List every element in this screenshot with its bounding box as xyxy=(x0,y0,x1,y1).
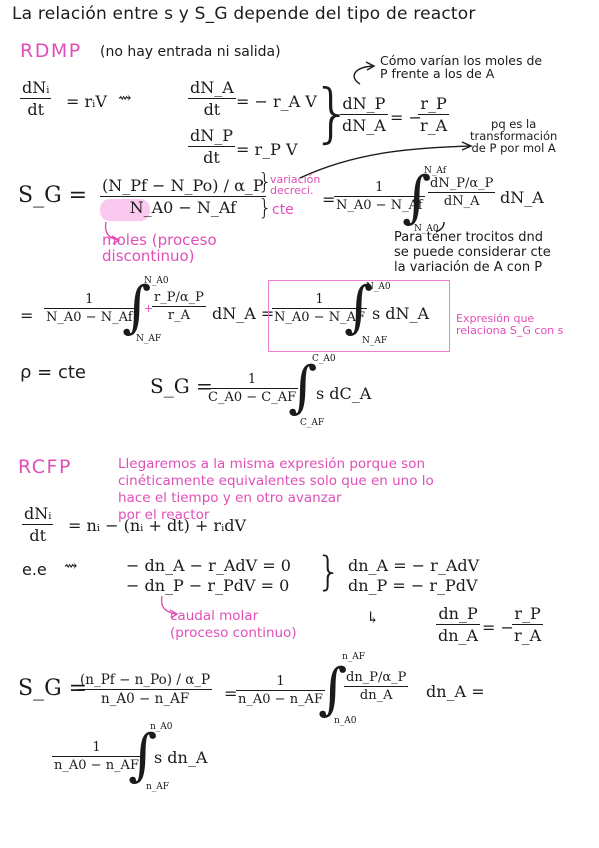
brace-right-2: } xyxy=(316,549,342,595)
note-expresion: Expresión que relaciona S_G con s xyxy=(456,312,564,337)
rdmp-subtitle: (no hay entrada ni salida) xyxy=(100,44,281,60)
arrow-caudal xyxy=(160,595,177,615)
rcfp-last-body: s dn_A xyxy=(154,748,208,767)
ee-res1: dn_A = − r_AdV xyxy=(348,556,480,575)
note-llegaremos: Llegaremos a la misma expresión porque s… xyxy=(118,456,434,523)
moles-highlight xyxy=(100,199,150,221)
line2-eq: = xyxy=(20,306,34,325)
arrowhead-pq xyxy=(461,141,473,151)
rdmp-eq2-rhs: = − r_A V xyxy=(236,92,317,111)
squiggle-arrow-icon-2: ⇝ xyxy=(64,556,78,575)
line2-tail: dN_A = xyxy=(212,304,275,323)
integral-symbol-5: ∫ xyxy=(318,657,348,722)
integral-symbol-3: ∫ xyxy=(344,275,374,340)
rcfp-sg-eq: = xyxy=(224,684,238,703)
rcfp-sg-label: S_G = xyxy=(18,676,88,701)
arrowhead-moles xyxy=(111,235,121,245)
arrowhead-como xyxy=(365,61,376,71)
rcfp-last-upper: n_A0 xyxy=(150,722,173,732)
note-trocitos: Para tener trocitos dnd se puede conside… xyxy=(394,230,551,275)
integral-symbol: ∫ xyxy=(402,165,432,230)
ee-eq2: − dn_P − r_PdV = 0 xyxy=(126,576,290,595)
arrow-pq xyxy=(299,145,471,179)
line2-int-upper: N_A0 xyxy=(144,276,169,286)
line2-int-lower: N_AF xyxy=(136,334,162,344)
note-variacion: variación decreci. xyxy=(270,173,321,197)
box-int-lower: N_AF xyxy=(362,336,388,346)
pink-brace: } xyxy=(258,170,272,195)
arrowhead-caudal xyxy=(169,609,179,619)
arrow-como xyxy=(353,65,373,85)
integral-symbol-4: ∫ xyxy=(288,355,318,420)
rdmp-heading: RDMP xyxy=(20,40,82,62)
int1-lower: N_A0 xyxy=(414,224,439,234)
arrow-trocitos xyxy=(435,221,445,233)
ee-res2: dn_P = − r_PdV xyxy=(348,576,478,595)
pink-brace-2: } xyxy=(258,196,272,221)
rdmp-sg-label: S_G = xyxy=(18,183,88,208)
rdmp-ratio-eq: = − xyxy=(390,108,422,127)
integral-symbol-6: ∫ xyxy=(128,723,158,788)
note-caudal: caudal molar (proceso continuo) xyxy=(170,608,297,641)
rcfp-eq1-rhs: = nᵢ − (nᵢ + dt) + rᵢdV xyxy=(68,516,247,535)
hook-arrow-icon: ↳ xyxy=(366,608,380,627)
box-body: s dN_A xyxy=(372,304,430,323)
note-cte: cte xyxy=(272,202,294,218)
rho-cte: ρ = cte xyxy=(20,362,86,383)
ee-label: e.e xyxy=(22,560,47,579)
note-pq: pq es la transformación de P por mol A xyxy=(470,117,558,155)
page-title: La relación entre s y S_G depende del ti… xyxy=(12,4,476,24)
integral-symbol-2: ∫ xyxy=(122,275,152,340)
rdmp-eq1-rhs: = rᵢV xyxy=(66,92,107,111)
rdmp-sg-eq2: = xyxy=(322,190,336,209)
squiggle-arrow-icon: ⇝ xyxy=(118,88,132,107)
box-int-upper: N_A0 xyxy=(366,282,391,292)
result-box xyxy=(268,280,450,352)
rcfp-ratio-eq: = − xyxy=(482,618,514,637)
rcfp-int-upper: n_AF xyxy=(342,652,366,662)
sg2-lower: C_AF xyxy=(300,418,325,428)
line2-plus: + xyxy=(144,302,154,315)
note-como-varian: Cómo varían los moles de P frente a los … xyxy=(380,53,543,81)
rcfp-last-lower: n_AF xyxy=(146,782,170,792)
rcfp-heading: RCFP xyxy=(18,456,72,478)
arrow-moles xyxy=(104,221,119,241)
sg2-label: S_G = xyxy=(150,374,213,398)
rdmp-eq3-rhs: = r_P V xyxy=(236,140,298,159)
int1-tail: dN_A xyxy=(500,188,544,207)
sg2-body: s dC_A xyxy=(316,384,372,403)
rcfp-int-tail: dn_A = xyxy=(426,682,485,701)
ee-eq1: − dn_A − r_AdV = 0 xyxy=(126,556,291,575)
sg2-upper: C_A0 xyxy=(312,354,336,364)
rcfp-int-lower: n_A0 xyxy=(334,716,357,726)
int1-upper: N_Af xyxy=(424,166,447,176)
